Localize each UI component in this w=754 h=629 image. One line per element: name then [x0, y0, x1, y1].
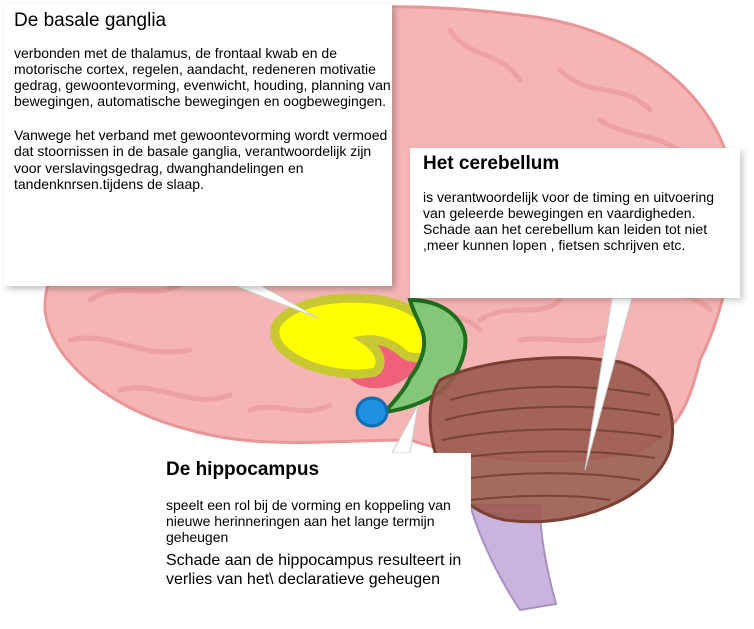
cerebellum-callout: Het cerebellum is verantwoordelijk voor …: [410, 148, 740, 298]
hippocampus-title: De hippocampus: [166, 459, 320, 480]
cerebellum-text-2: Schade aan het cerebellum kan leiden tot…: [423, 221, 708, 254]
basal-ganglia-text-1: verbonden met de thalamus, de frontaal k…: [14, 45, 391, 110]
basal-ganglia-text-2: Vanwege het verband met gewoontevorming …: [14, 127, 388, 192]
cerebellum-pointer: [584, 297, 633, 471]
hippocampus-text-1: speelt een rol bij de vorming en koppeli…: [166, 497, 451, 546]
brainstem: [468, 504, 558, 612]
basal-ganglia-callout: De basale ganglia verbonden met de thala…: [4, 4, 392, 286]
amygdala: [355, 396, 389, 428]
basal-ganglia-title: De basale ganglia: [14, 10, 167, 31]
cerebellum: [428, 356, 675, 524]
cerebellum-text-1: is verantwoordelijk voor de timing en ui…: [423, 189, 715, 222]
hippocampus-text-2: Schade aan de hippocampus resulteert in …: [166, 552, 462, 589]
cerebellum-title: Het cerebellum: [423, 153, 560, 174]
hippocampus-callout: De hippocampus speelt een rol bij de vor…: [160, 453, 471, 623]
